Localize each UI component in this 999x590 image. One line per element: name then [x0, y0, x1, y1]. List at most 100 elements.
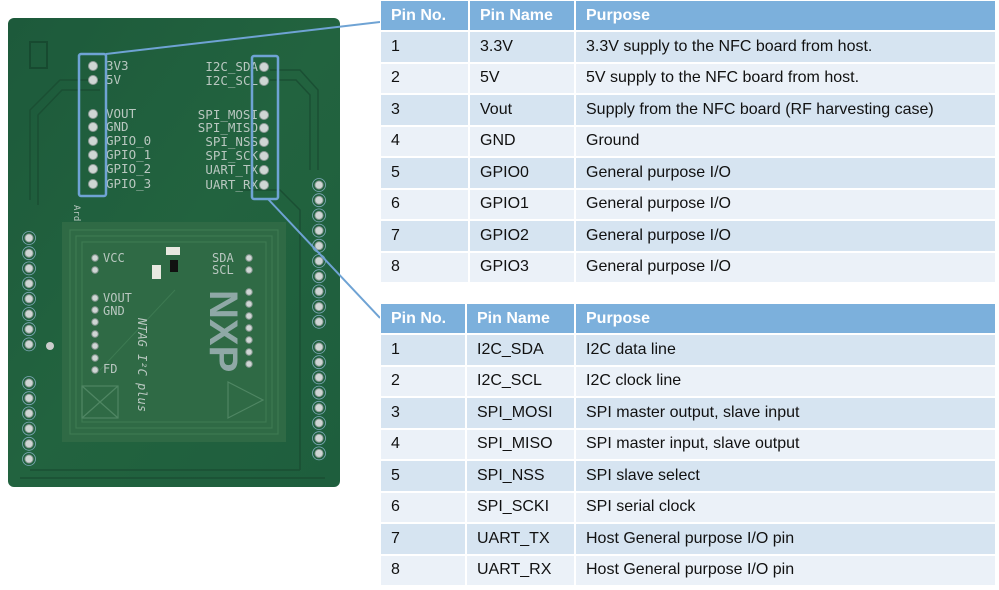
pin-pad [24, 263, 34, 273]
cell-pin-no: 1 [381, 32, 470, 64]
silkscreen-pin-label: VOUT [106, 106, 137, 121]
pin-pad [24, 439, 34, 449]
cell-pin-name: I2C_SCL [467, 366, 576, 398]
pin-pad [314, 256, 324, 266]
pin-ring [312, 416, 326, 430]
callout-line-top [105, 21, 380, 55]
arduino-header-right-lower [312, 340, 326, 461]
cell-pin-name: SPI_MOSI [467, 398, 576, 430]
pin-pad [24, 309, 34, 319]
pin-pad [245, 336, 253, 344]
pin-pad [314, 195, 324, 205]
pin-pad [314, 302, 324, 312]
pin-pad [88, 75, 98, 85]
pin-pad [24, 248, 34, 258]
pin-pad [259, 180, 269, 190]
cell-pin-no: 4 [381, 126, 470, 158]
pin-pad [91, 306, 99, 314]
cell-pin-name: 3.3V [470, 32, 576, 64]
pin-ring [22, 276, 36, 291]
pin-pad [314, 317, 324, 327]
capacitor [152, 265, 161, 279]
silkscreen-pin-label: I2C_SCL [205, 73, 258, 88]
pin-ring [312, 223, 326, 238]
cell-pin-no: 3 [381, 95, 470, 127]
cell-purpose: SPI master output, slave input [576, 398, 995, 430]
cell-pin-name: I2C_SDA [467, 335, 576, 367]
cell-purpose: SPI master input, slave output [576, 429, 995, 461]
pin-pad [24, 424, 34, 434]
silkscreen-pin-label: I2C_SDA [205, 59, 258, 74]
pin-pad [314, 271, 324, 281]
pin-pad [91, 318, 99, 326]
pin-pad [88, 150, 98, 160]
right-header-highlight [250, 54, 280, 201]
pin-pad [314, 418, 324, 428]
pin-pad [259, 123, 269, 133]
pin-ring [22, 307, 36, 321]
pin-pad [314, 448, 324, 458]
pin-ring [312, 299, 326, 314]
pin-pad [314, 342, 324, 352]
table-header-row: Pin No. Pin Name Purpose [381, 304, 995, 335]
cell-pin-name: SPI_SCKI [467, 492, 576, 524]
pin-ring [312, 385, 326, 400]
cell-pin-no: 6 [381, 189, 470, 221]
pin-ring [312, 431, 326, 446]
cell-purpose: SPI slave select [576, 461, 995, 493]
capacitor [166, 247, 180, 255]
column-header-pin-no: Pin No. [381, 304, 467, 335]
pin-pad [259, 62, 269, 72]
pin-pad [24, 378, 34, 388]
pin-pad [314, 210, 324, 220]
pin-pad [245, 254, 253, 262]
cell-pin-name: GPIO1 [470, 189, 576, 221]
cell-purpose: SPI serial clock [576, 492, 995, 524]
cell-purpose: Host General purpose I/O pin [576, 524, 995, 556]
pin-pad [245, 300, 253, 308]
pin-pad [314, 433, 324, 443]
pin-pad [245, 348, 253, 356]
pin-pad [24, 324, 34, 334]
pin-ring [22, 337, 36, 352]
module-pins-right [245, 254, 253, 368]
pin-pad [24, 279, 34, 289]
via-pad [46, 342, 54, 350]
arduino-header-right-upper [312, 178, 326, 329]
silkscreen-pin-label: UART_TX [205, 162, 258, 177]
pin-pad [314, 388, 324, 398]
pin-pad [259, 76, 269, 86]
pin-pad [91, 266, 99, 274]
cell-purpose: Ground [576, 126, 995, 158]
pin-pad [259, 151, 269, 161]
esd-warning-icon [227, 381, 265, 419]
pin-pad [91, 294, 99, 302]
pin-ring [22, 261, 36, 276]
arduino-header-left-lower [22, 376, 36, 466]
pin-ring [22, 376, 36, 390]
cell-pin-name: 5V [470, 63, 576, 95]
pin-ring [22, 246, 36, 261]
pin-ring [312, 193, 326, 208]
pin-ring [312, 314, 326, 329]
pin-pad [88, 179, 98, 189]
arduino-header-left-upper [22, 231, 36, 352]
pin-pad [91, 366, 99, 374]
cell-purpose: Host General purpose I/O pin [576, 555, 995, 587]
pin-pad [314, 286, 324, 296]
pin-ring [312, 178, 326, 192]
pin-pad [314, 180, 324, 190]
pin-ring [312, 269, 326, 284]
pin-ring [22, 421, 36, 436]
